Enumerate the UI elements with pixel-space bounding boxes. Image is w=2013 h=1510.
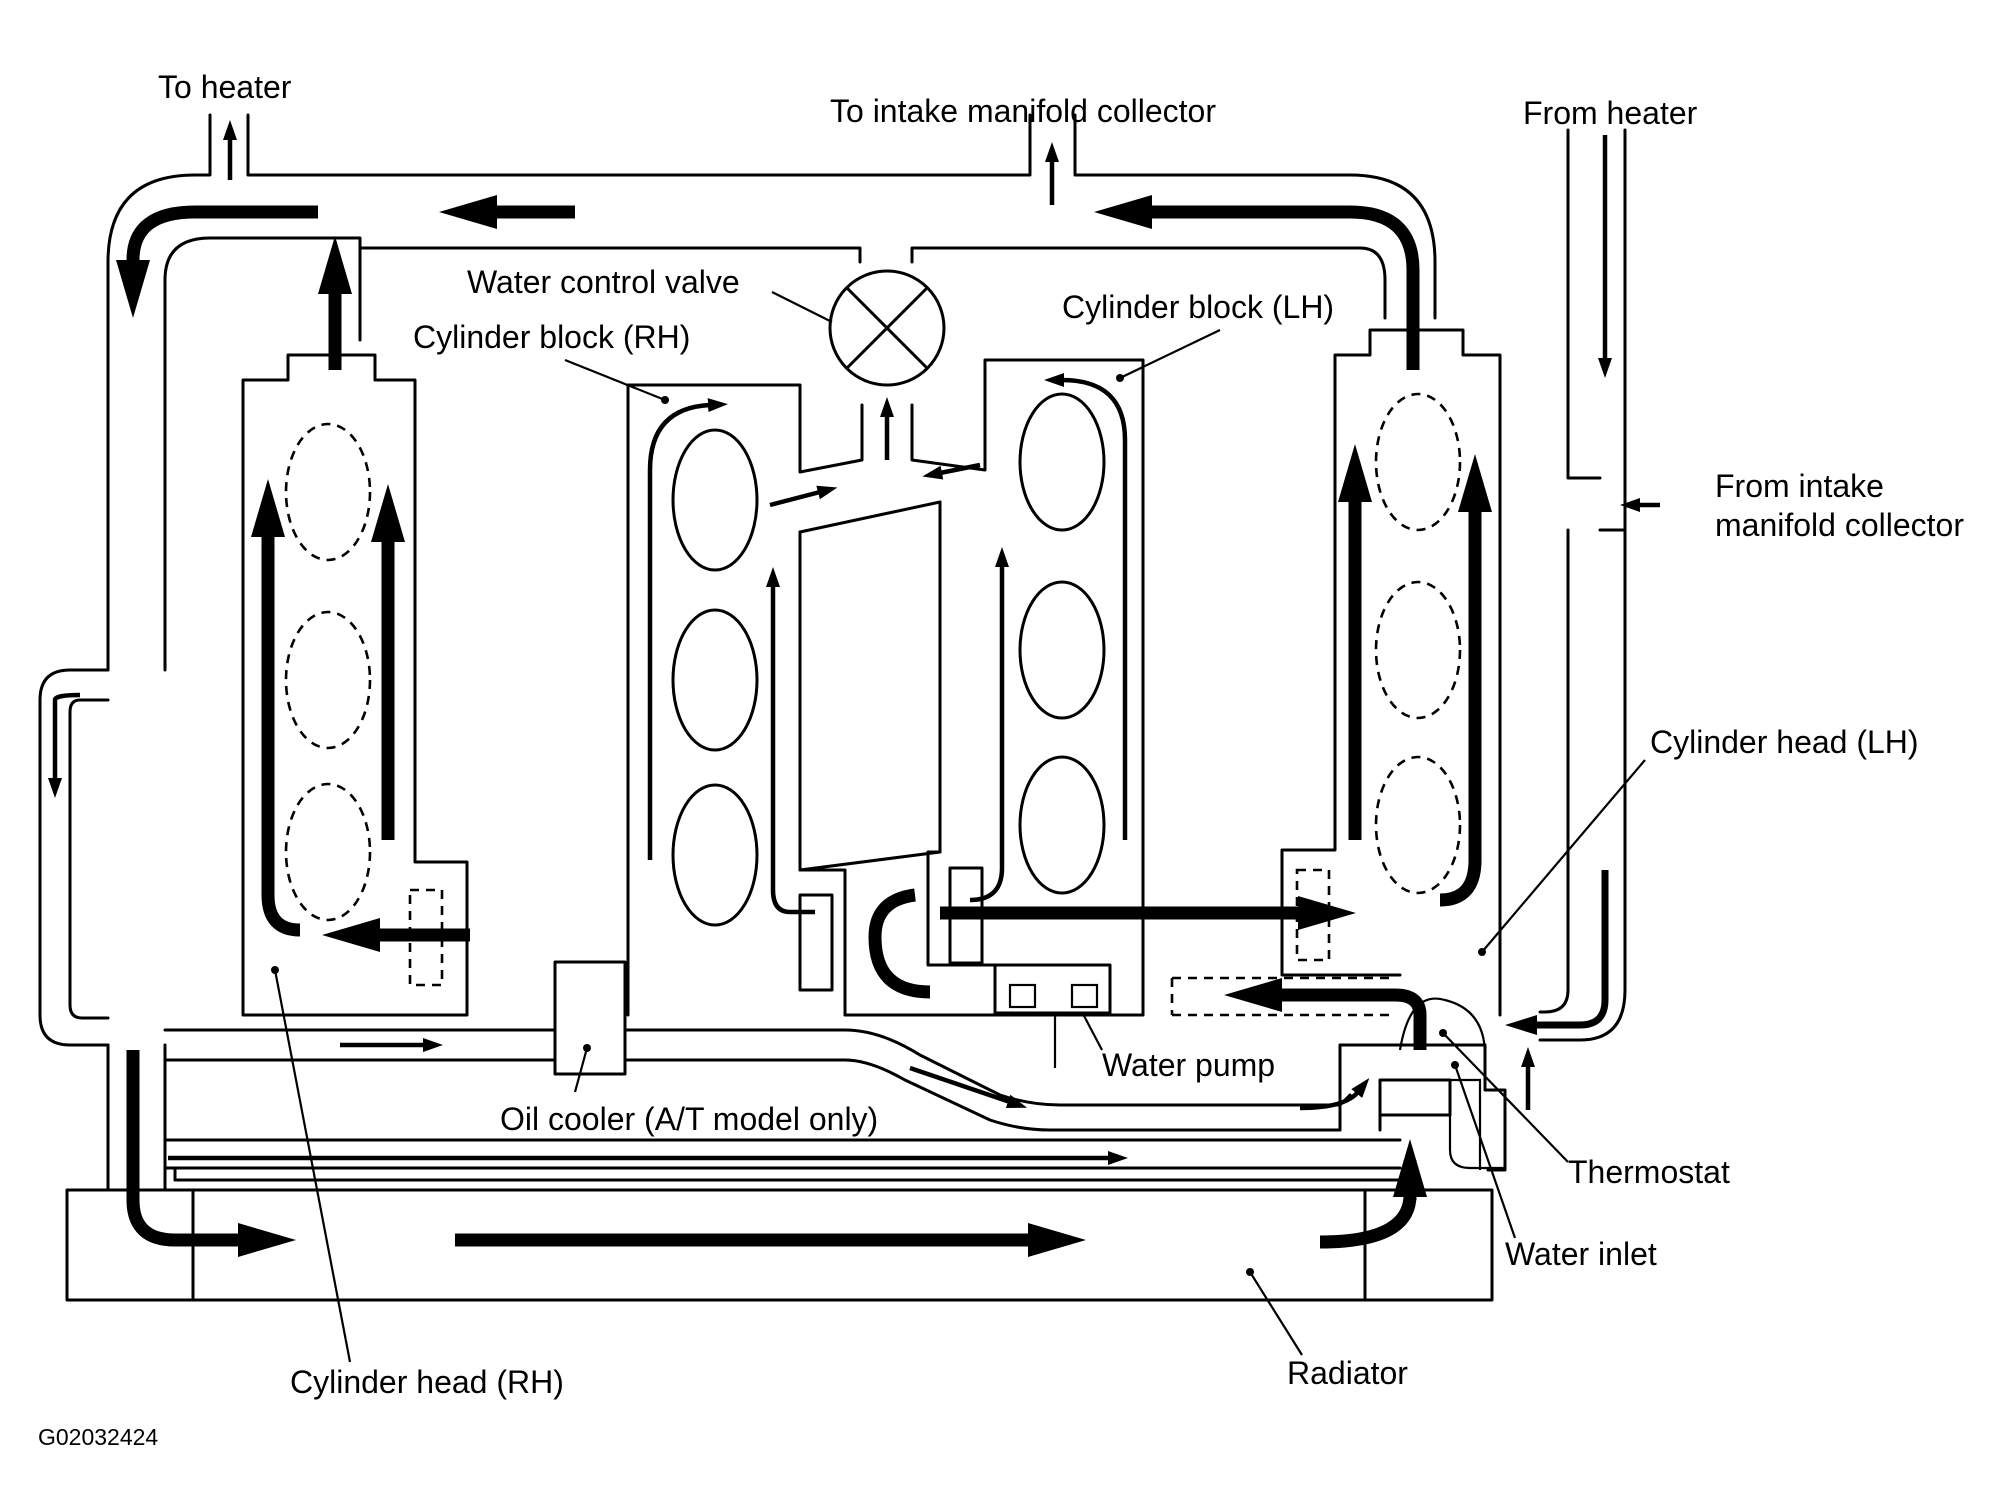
cylinder-head-rh <box>241 353 469 1017</box>
flow-arrows-bold <box>116 195 1609 1257</box>
flow-arrows-thin <box>48 120 1660 1165</box>
label-from-intake-line2: manifold collector <box>1715 507 1964 543</box>
label-radiator: Radiator <box>1287 1355 1408 1391</box>
pipework <box>38 113 1627 1192</box>
label-to-heater: To heater <box>158 69 292 105</box>
cylinder-block-rh <box>626 383 942 1017</box>
label-water-inlet: Water inlet <box>1505 1236 1657 1272</box>
label-cylinder-head-rh: Cylinder head (RH) <box>290 1364 564 1400</box>
cylinder-block-lh <box>843 358 1145 1068</box>
label-thermostat: Thermostat <box>1568 1154 1730 1190</box>
label-water-pump: Water pump <box>1102 1047 1275 1083</box>
label-cylinder-head-lh: Cylinder head (LH) <box>1650 724 1919 760</box>
oil-cooler <box>553 960 627 1076</box>
label-cylinder-block-rh: Cylinder block (RH) <box>413 319 690 355</box>
label-cylinder-block-lh: Cylinder block (LH) <box>1062 289 1334 325</box>
label-water-control-valve: Water control valve <box>467 264 740 300</box>
water-control-valve <box>828 269 946 387</box>
label-from-intake-line1: From intake <box>1715 468 1884 504</box>
leader-lines <box>271 291 1646 1363</box>
label-to-intake-manifold-collector: To intake manifold collector <box>830 93 1216 129</box>
label-oil-cooler: Oil cooler (A/T model only) <box>500 1101 878 1137</box>
figure-code: G02032424 <box>38 1424 158 1450</box>
label-from-heater: From heater <box>1523 95 1698 131</box>
